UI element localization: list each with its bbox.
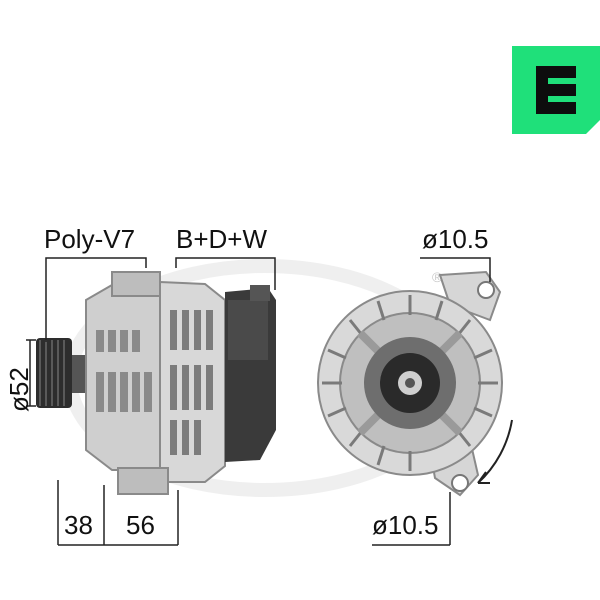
rear-view xyxy=(317,270,503,497)
trademark-mark: ® xyxy=(432,269,443,285)
dimension-lines xyxy=(26,257,276,546)
bottom-hole-diameter-label: ø10.5 xyxy=(372,510,439,540)
width-dimension-left: 38 xyxy=(64,510,93,540)
brand-badge-icon xyxy=(512,46,600,134)
pulley-type-label: Poly-V7 xyxy=(44,224,136,254)
connection-label: B+D+W xyxy=(176,224,268,254)
rotation-arrow-icon xyxy=(477,419,513,484)
width-dimension-right: 56 xyxy=(126,510,155,540)
top-hole-diameter-label: ø10.5 xyxy=(422,224,489,254)
side-view xyxy=(36,271,276,495)
pulley-diameter-label: ø52 xyxy=(4,367,34,412)
